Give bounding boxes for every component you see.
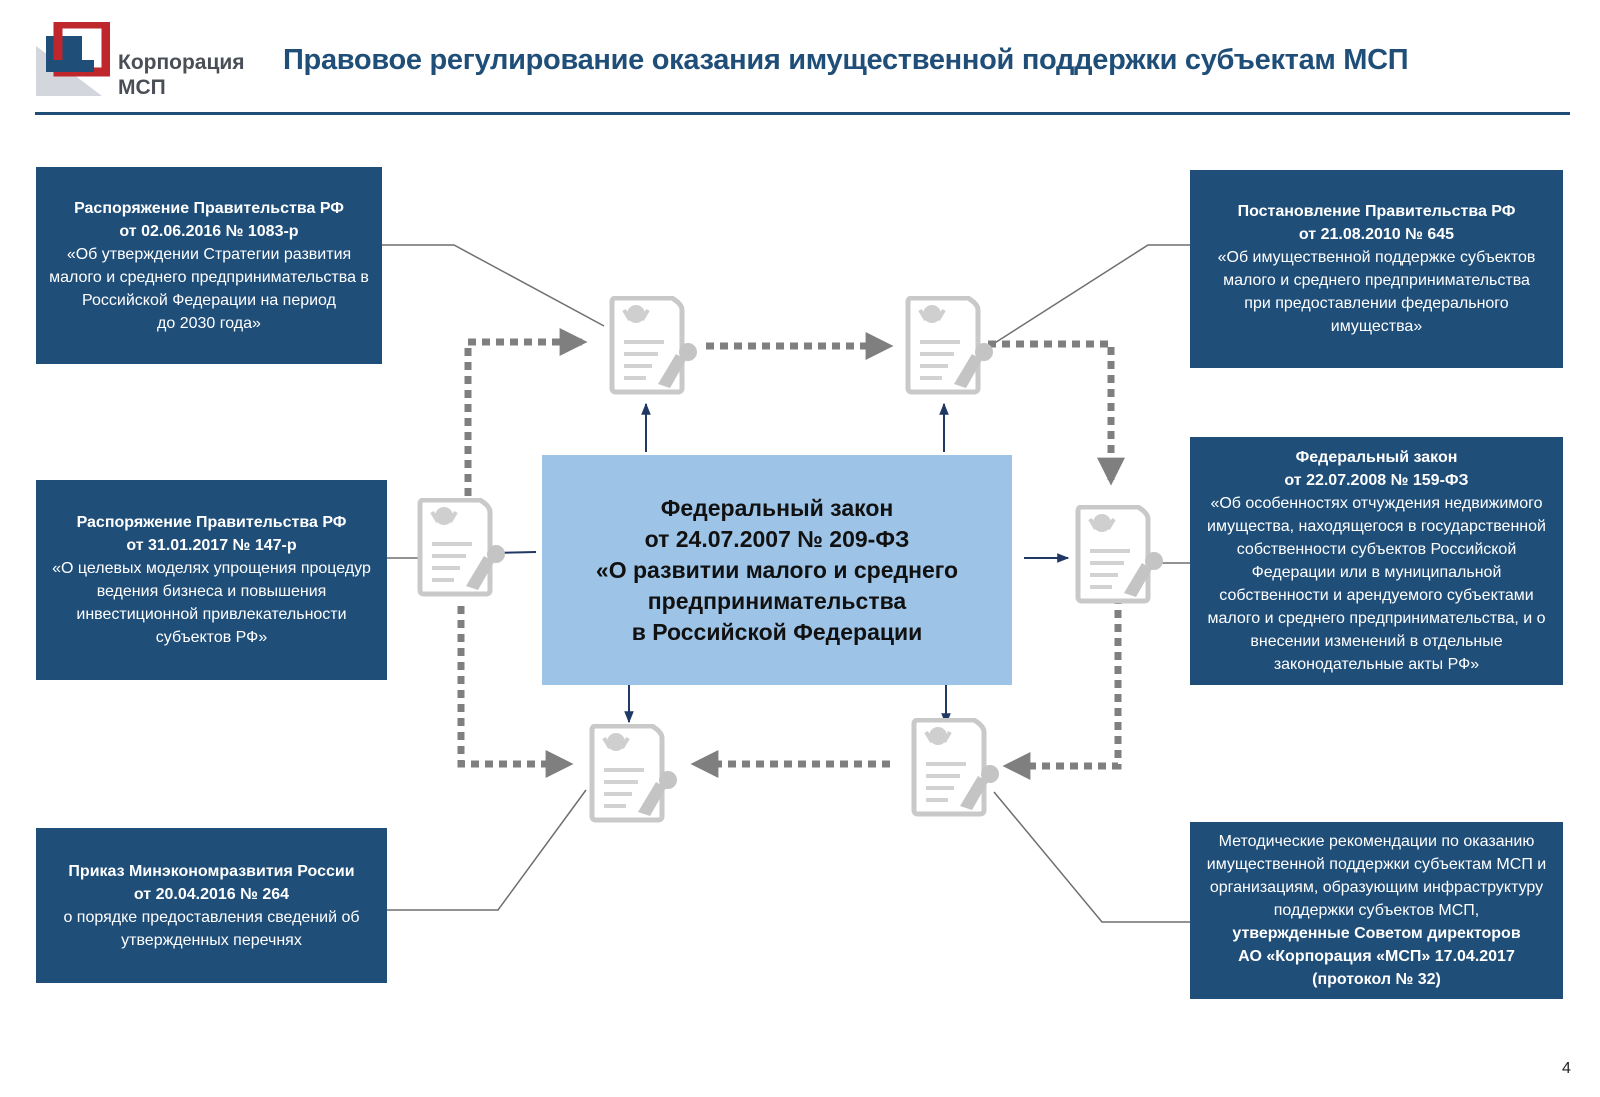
box-text-line: «Об особенностях отчуждения недвижимого — [1210, 495, 1543, 512]
box-bold-line: утвержденные Советом директоров — [1232, 925, 1521, 942]
logo-icon — [36, 22, 110, 96]
document-icon — [609, 296, 697, 395]
document-icon — [911, 718, 999, 817]
central-law-box: Федеральный закон от 24.07.2007 № 209-ФЗ… — [542, 455, 1012, 685]
document-icon — [417, 498, 505, 597]
flow-arrow-top-right-to-right — [988, 340, 1125, 486]
flow-arrow-left-to-bottom-left — [457, 606, 574, 778]
box-text-line: ведения бизнеса и повышения — [96, 583, 327, 600]
box-text-line: малого и среднего предпринимательства в — [49, 268, 369, 286]
document-icon — [905, 296, 993, 395]
central-line: предпринимательства — [647, 587, 907, 614]
box-title: Распоряжение Правительства РФ — [76, 514, 347, 531]
box-federal-law-159: Федеральный закон от 22.07.2008 № 159-ФЗ… — [1190, 437, 1563, 685]
box-text-line: внесении изменений в отдельные — [1250, 633, 1503, 650]
box-text-line: собственности и арендуемого субъектами — [1219, 587, 1534, 604]
box-text-line: имущества, находящегося в государственно… — [1207, 518, 1546, 535]
flow-arrow-left-to-top-left — [464, 328, 588, 496]
box-text-line: «Об утверждении Стратегии развития — [66, 245, 352, 263]
box-number: от 31.01.2017 № 147-р — [126, 537, 297, 554]
box-title: Распоряжение Правительства РФ — [74, 199, 344, 217]
leader-line-top-left — [382, 244, 605, 327]
box-text-line: организациям, образующим инфраструктуру — [1209, 879, 1544, 896]
box-text-line: Федерации или в муниципальной — [1251, 564, 1502, 581]
leader-line-top-right — [989, 244, 1190, 347]
box-text-line: малого и среднего предпринимательства — [1223, 272, 1530, 289]
box-number: от 02.06.2016 № 1083-р — [119, 222, 299, 240]
box-text-line: при предоставлении федерального — [1244, 295, 1509, 312]
box-bold-line: АО «Корпорация «МСП» 17.04.2017 — [1238, 948, 1515, 965]
box-text-line: законодательные акты РФ» — [1273, 656, 1480, 673]
box-decree-147: Распоряжение Правительства РФ от 31.01.2… — [36, 480, 387, 680]
box-title: Приказ Минэкономразвития России — [68, 862, 355, 880]
box-text-line: о порядке предоставления сведений об — [63, 908, 360, 926]
document-icon — [589, 724, 677, 823]
document-icon — [1075, 505, 1163, 604]
box-number: от 22.07.2008 № 159-ФЗ — [1284, 472, 1469, 489]
box-text-line: имущественной поддержки субъектам МСП и — [1206, 856, 1547, 873]
leader-line-bottom-right — [993, 791, 1190, 923]
logo-text: Корпорация МСП — [118, 50, 245, 100]
box-title: Постановление Правительства РФ — [1237, 203, 1516, 220]
header-divider — [35, 112, 1570, 115]
box-decree-1083: Распоряжение Правительства РФ от 02.06.2… — [36, 167, 382, 364]
page-title: Правовое регулирование оказания имуществ… — [283, 44, 1409, 76]
box-methodical-recommendations: Методические рекомендации по оказанию им… — [1190, 822, 1563, 999]
box-text-line: до 2030 года» — [157, 314, 261, 332]
box-text-line: Российской Федерации на период — [82, 291, 336, 309]
box-text-line: утвержденных перечнях — [121, 931, 302, 949]
box-resolution-645: Постановление Правительства РФ от 21.08.… — [1190, 170, 1563, 368]
central-line: Федеральный закон — [660, 494, 894, 521]
box-text-line: «О целевых моделях упрощения процедур — [52, 560, 371, 577]
central-line: от 24.07.2007 № 209-ФЗ — [644, 525, 910, 552]
box-text-line: инвестиционной привлекательности — [76, 606, 347, 623]
box-number: от 21.08.2010 № 645 — [1298, 226, 1455, 243]
box-order-264: Приказ Минэкономразвития России от 20.04… — [36, 828, 387, 983]
logo-line-2: МСП — [118, 76, 166, 99]
leader-line-bottom-left — [387, 789, 587, 911]
central-line: в Российской Федерации — [631, 618, 923, 645]
box-number: от 20.04.2016 № 264 — [133, 885, 290, 903]
box-text-line: поддержки субъектов МСП, — [1273, 902, 1480, 919]
box-text-line: имущества» — [1330, 318, 1423, 335]
box-text-line: «Об имущественной поддержке субъектов — [1217, 249, 1536, 266]
box-title: Федеральный закон — [1295, 449, 1458, 466]
box-text-line: Методические рекомендации по оказанию — [1218, 833, 1535, 850]
logo-line-1: Корпорация — [118, 51, 245, 74]
page-number: 4 — [1562, 1060, 1571, 1077]
box-text-line: субъектов РФ» — [155, 629, 268, 646]
header: Корпорация МСП Правовое регулирование ок… — [0, 0, 1600, 120]
box-text-line: малого и среднего предпринимательства, и… — [1207, 610, 1546, 627]
central-line: «О развитии малого и среднего — [595, 556, 959, 583]
flow-arrow-right-to-bottom-right — [1002, 596, 1122, 780]
box-text-line: собственности субъектов Российской — [1236, 541, 1517, 558]
box-bold-line: (протокол № 32) — [1312, 971, 1441, 988]
